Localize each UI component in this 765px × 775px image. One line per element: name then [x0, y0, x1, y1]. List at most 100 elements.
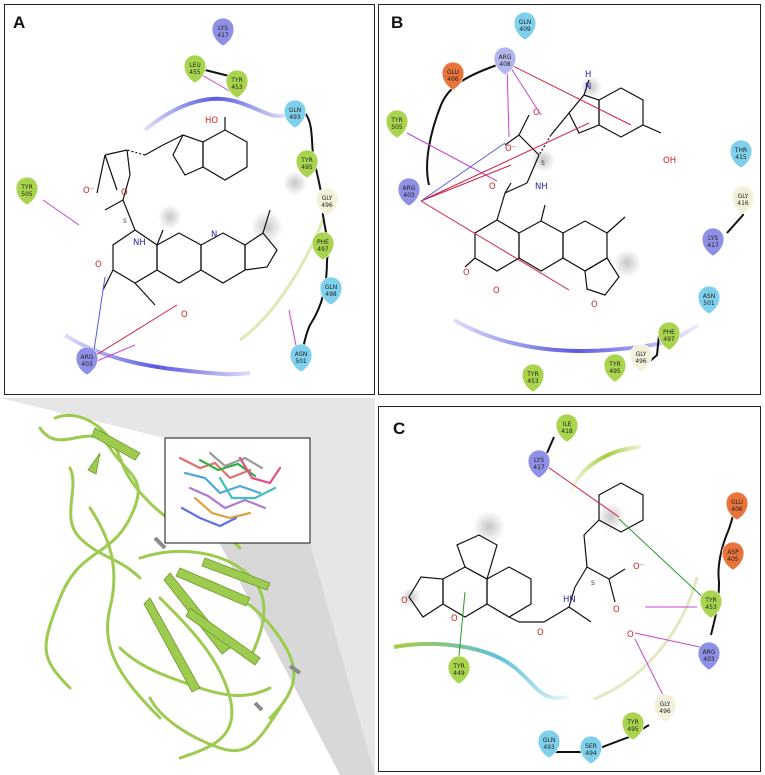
- panel-a-diagram: HO O⁻ O NH N O O S LYS417LEU455TYR453GLN…: [15, 17, 343, 377]
- atom-o-minus: O⁻: [505, 144, 516, 154]
- residue-name: GLN: [289, 107, 301, 114]
- residue-number: 455: [189, 69, 201, 76]
- panel-a: A: [4, 4, 375, 395]
- residue-number: 406: [447, 76, 459, 83]
- panel-c-diagram: O⁻ O HN O O O O S ILE418LYS417GLU406ASP4…: [393, 413, 749, 765]
- residue-number: 453: [231, 84, 243, 91]
- atom-o2: O: [95, 260, 102, 270]
- residue-number: 493: [289, 114, 301, 121]
- residue-name: GLY: [322, 195, 333, 202]
- hbond-line: [42, 199, 80, 226]
- atom-o-minus: O⁻: [83, 186, 94, 196]
- pi-cation-line: [544, 464, 620, 518]
- atom-s: S: [591, 580, 595, 587]
- residue-name: THR: [734, 147, 747, 154]
- pi-cation-line: [420, 164, 512, 202]
- residue-number: 501: [295, 358, 307, 365]
- atom-h-top: H: [585, 70, 591, 80]
- residue-number: 418: [561, 428, 573, 435]
- residue-number: 417: [217, 32, 229, 39]
- hbond-line: [508, 64, 542, 116]
- residue-number: 415: [735, 154, 747, 161]
- ligand-shadow: [283, 171, 307, 195]
- residue-name: GLN: [325, 284, 337, 291]
- pi-pi-line: [618, 518, 710, 604]
- hbond-line: [506, 64, 510, 138]
- hbond-line: [420, 142, 506, 202]
- residue-number: 505: [391, 124, 403, 131]
- ligand-shadow: [580, 76, 602, 98]
- protein-view: [0, 398, 375, 775]
- residue-name: GLN: [519, 19, 531, 26]
- ligand-shadow: [613, 249, 641, 277]
- residues-a: LYS417LEU455TYR453GLN493TYR495GLY496PHE4…: [15, 17, 343, 376]
- exposure-curve-pale: [593, 576, 699, 701]
- atom-o-lactone: O: [463, 268, 470, 278]
- residue-number: 496: [635, 358, 647, 365]
- residue-name: ASN: [295, 351, 307, 358]
- residue-name: TYR: [20, 184, 33, 191]
- exposure-curve-bottom: [393, 641, 570, 700]
- residue-name: LEU: [189, 62, 201, 69]
- residue-name: GLU: [447, 69, 459, 76]
- atom-oh: OH: [663, 156, 676, 166]
- residue-number: 403: [403, 192, 415, 199]
- panel-b-diagram: H N OH O⁻ O NH O O O O S GLN409ARG408GLU…: [385, 11, 755, 393]
- atom-o3: O: [181, 310, 188, 320]
- pi-cation-line: [420, 122, 590, 202]
- panel-c: C: [378, 406, 761, 772]
- backbone-b: [426, 64, 744, 370]
- residue-number: 497: [317, 246, 329, 253]
- residue-number: 453: [527, 378, 539, 385]
- residue-number: 496: [659, 708, 671, 715]
- protein-turns: [153, 536, 302, 712]
- hbond-line: [406, 132, 498, 182]
- residue-name: TYR: [608, 361, 621, 368]
- residue-name: LYS: [708, 235, 718, 242]
- binding-site-box: [164, 437, 311, 544]
- residue-name: TYR: [704, 597, 717, 604]
- residue-number: 408: [499, 61, 511, 68]
- residue-name: TYR: [300, 157, 313, 164]
- residue-number: 501: [703, 300, 715, 307]
- residue-name: SER: [585, 743, 597, 750]
- residue-number: 417: [707, 242, 719, 249]
- residue-name: GLN: [543, 737, 555, 744]
- residue-number: 409: [519, 26, 531, 33]
- residue-number: 403: [703, 656, 715, 663]
- ligand-shadow: [401, 587, 421, 607]
- ligand-shadow: [597, 503, 625, 531]
- panel-c-letter: C: [393, 419, 406, 438]
- residue-name: GLY: [738, 193, 749, 200]
- atom-o-ether: O: [537, 628, 544, 638]
- panel-b: B: [378, 4, 761, 395]
- residue-name: ASP: [727, 549, 739, 556]
- atom-n-top: N: [585, 82, 591, 92]
- residue-name: ARG: [81, 354, 94, 361]
- exposure-curve-blue-top: [143, 96, 286, 132]
- residue-number: 406: [731, 506, 743, 513]
- residue-name: GLY: [660, 701, 671, 708]
